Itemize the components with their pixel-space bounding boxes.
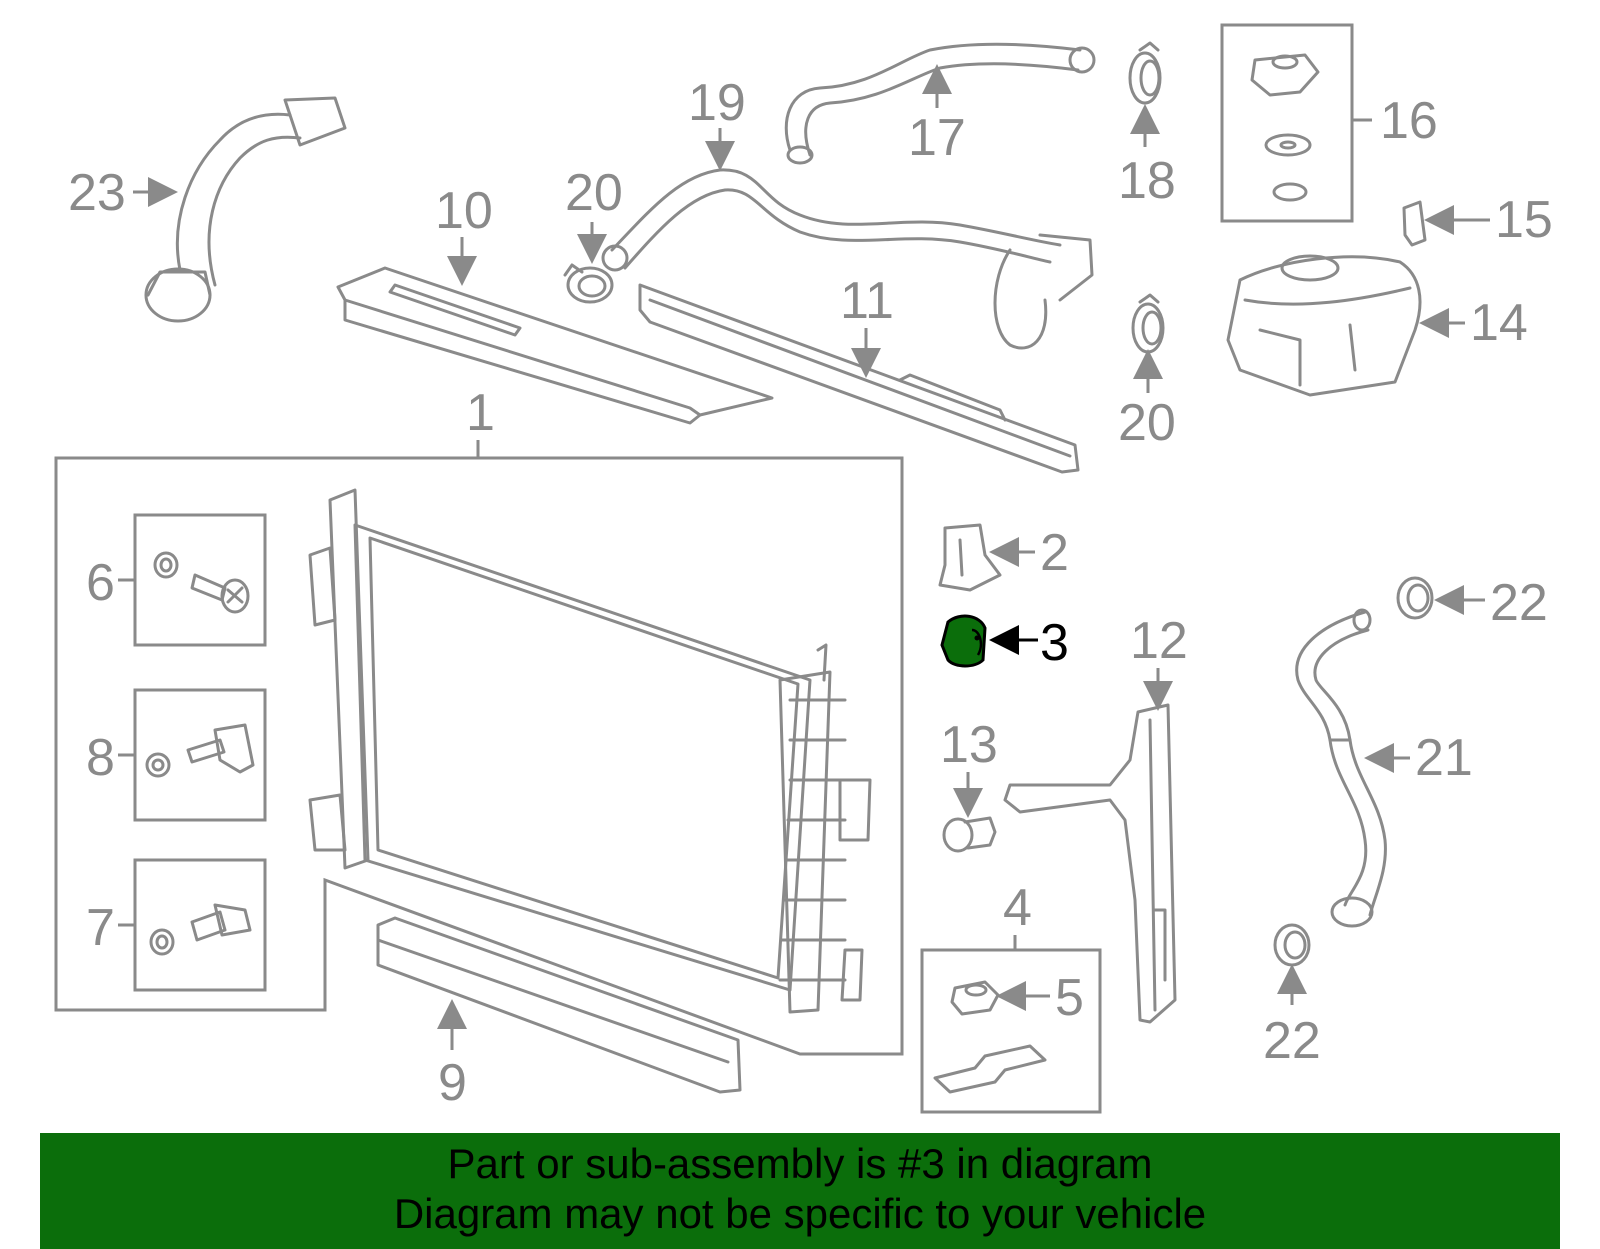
callout-12: 12 <box>1130 612 1188 670</box>
callout-9: 9 <box>438 1054 467 1112</box>
callout-7: 7 <box>86 899 115 957</box>
insulator-part-3-highlighted <box>940 614 987 668</box>
lower-baffle-part-9 <box>376 916 742 1094</box>
drain-plug-box-part-7 <box>133 858 267 992</box>
clip-part-15 <box>1402 200 1427 247</box>
mount-kit-box-part-4 <box>920 948 1102 1114</box>
hose-clamp-part-20-a <box>563 263 614 304</box>
hose-part-17 <box>784 42 1096 165</box>
callout-4: 4 <box>1003 879 1032 937</box>
banner-line-1: Part or sub-assembly is #3 in diagram <box>447 1140 1153 1187</box>
callout-11: 11 <box>840 272 894 330</box>
callout-19: 19 <box>688 74 746 132</box>
callout-18: 18 <box>1118 152 1176 210</box>
callout-3: 3 <box>1040 614 1069 672</box>
lower-radiator-hose-part-21 <box>1295 608 1387 928</box>
callout-14: 14 <box>1470 294 1528 352</box>
push-pin-part-13 <box>942 816 997 853</box>
callout-5: 5 <box>1055 969 1084 1027</box>
banner-line-2: Diagram may not be specific to your vehi… <box>393 1190 1207 1237</box>
callout-22-b: 22 <box>1263 1012 1321 1070</box>
hose-clamp-part-22-a <box>1396 576 1434 620</box>
upper-radiator-hose-part-23 <box>144 96 347 323</box>
coolant-reservoir-part-14 <box>1226 254 1422 397</box>
info-banner: Part or sub-assembly is #3 in diagram Di… <box>40 1133 1560 1249</box>
radiator-part-1 <box>308 488 872 1014</box>
bolt-box-part-6 <box>133 513 267 647</box>
reservoir-cap-part-16 <box>1250 53 1320 202</box>
air-baffle-part-10 <box>336 266 774 425</box>
upper-baffle-part-11 <box>638 283 1080 474</box>
callout-6: 6 <box>86 554 115 612</box>
hose-clamp-part-20-b <box>1131 293 1165 354</box>
cap-kit-box-part-16 <box>1220 23 1354 223</box>
callout-10: 10 <box>435 182 493 240</box>
clip-part-5 <box>950 980 1000 1016</box>
callout-1: 1 <box>466 384 495 442</box>
hose-clamp-part-18 <box>1128 41 1162 105</box>
radiator-assembly-box-part-1 <box>54 456 904 1056</box>
callout-20-b: 20 <box>1118 394 1176 452</box>
bracket-part-2 <box>938 523 1002 592</box>
callout-2: 2 <box>1040 524 1069 582</box>
side-baffle-part-12 <box>1003 703 1177 1024</box>
sensor-part-8 <box>145 723 255 778</box>
parts-diagram: 23 19 17 18 16 15 <box>54 23 1553 1114</box>
hose-clamp-part-22-b <box>1273 923 1311 967</box>
callout-16: 16 <box>1380 92 1438 150</box>
callout-15: 15 <box>1495 191 1553 249</box>
callout-13: 13 <box>940 716 998 774</box>
callout-21: 21 <box>1415 729 1473 787</box>
callout-17: 17 <box>908 109 966 167</box>
bracket-plate-part-4 <box>933 1044 1047 1094</box>
callout-8: 8 <box>86 729 115 787</box>
callout-22-a: 22 <box>1490 574 1548 632</box>
callout-20-a: 20 <box>565 164 623 222</box>
drain-plug-part-7 <box>149 903 252 956</box>
bolt-washer-part-6 <box>153 551 250 614</box>
callout-23: 23 <box>68 164 126 222</box>
